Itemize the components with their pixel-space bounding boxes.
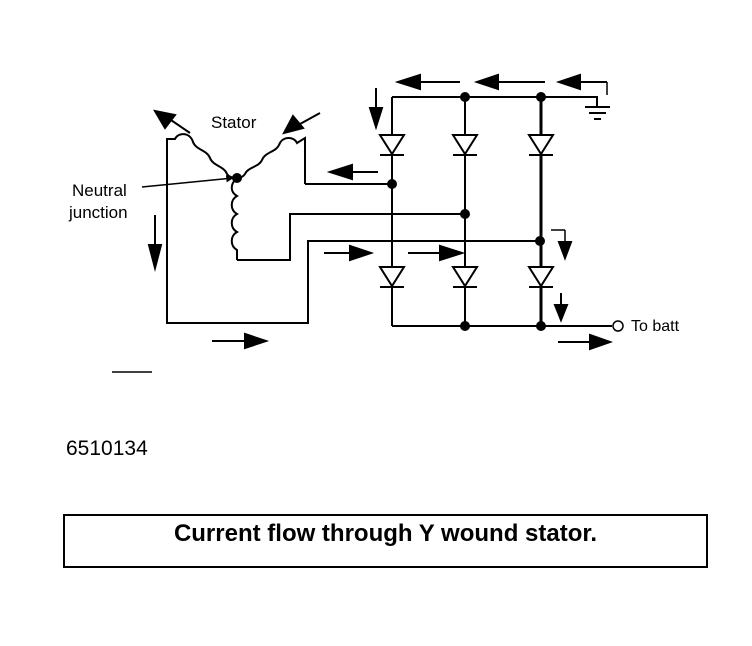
arrow-center-right-2	[408, 244, 466, 262]
battery-terminal-icon	[612, 320, 624, 332]
diode-bottom-1	[378, 266, 406, 288]
arrow-left-down	[147, 215, 163, 272]
arrow-top-3	[555, 73, 608, 95]
winding-right	[236, 136, 306, 184]
arrow-stator-right	[282, 112, 321, 135]
figure-caption: Current flow through Y wound stator.	[173, 520, 598, 547]
diode-top-3	[527, 134, 555, 156]
wire-left-phase	[166, 212, 540, 324]
diodes	[378, 134, 555, 288]
stator-windings	[166, 133, 306, 260]
winding-vertical	[230, 177, 240, 260]
diode-bottom-2	[451, 266, 479, 288]
arrow-bottom-right	[212, 332, 270, 350]
arrow-to-battery	[558, 333, 614, 351]
arrow-stator-left	[153, 109, 191, 134]
wire-center-phase	[237, 213, 465, 261]
junction-dots	[387, 92, 546, 331]
ground-icon	[585, 106, 610, 120]
arrow-top-1	[394, 73, 460, 91]
neutral-junction-label-line2: junction	[68, 203, 128, 222]
diode-bottom-3	[527, 266, 555, 288]
arrow-phase-left	[326, 163, 378, 181]
arrow-center-right-1	[324, 244, 375, 262]
winding-left	[166, 133, 238, 212]
arrow-column3-down-2	[553, 293, 569, 323]
neutral-junction-label-line1: Neutral	[72, 181, 127, 200]
arrow-column3-down-1	[551, 229, 573, 261]
current-flow-arrows	[147, 73, 614, 351]
neutral-junction-dot	[232, 173, 242, 183]
neutral-pointer-arrow	[141, 174, 234, 188]
figure-code: 6510134	[66, 437, 148, 460]
arrow-top-2	[473, 73, 545, 91]
stator-label: Stator	[211, 113, 257, 132]
battery-label: To batt	[631, 318, 680, 335]
caption-box: Current flow through Y wound stator.	[63, 514, 708, 568]
top-bus	[392, 96, 598, 106]
arrow-column1-down	[368, 88, 384, 131]
diode-top-1	[378, 134, 406, 156]
diode-top-2	[451, 134, 479, 156]
